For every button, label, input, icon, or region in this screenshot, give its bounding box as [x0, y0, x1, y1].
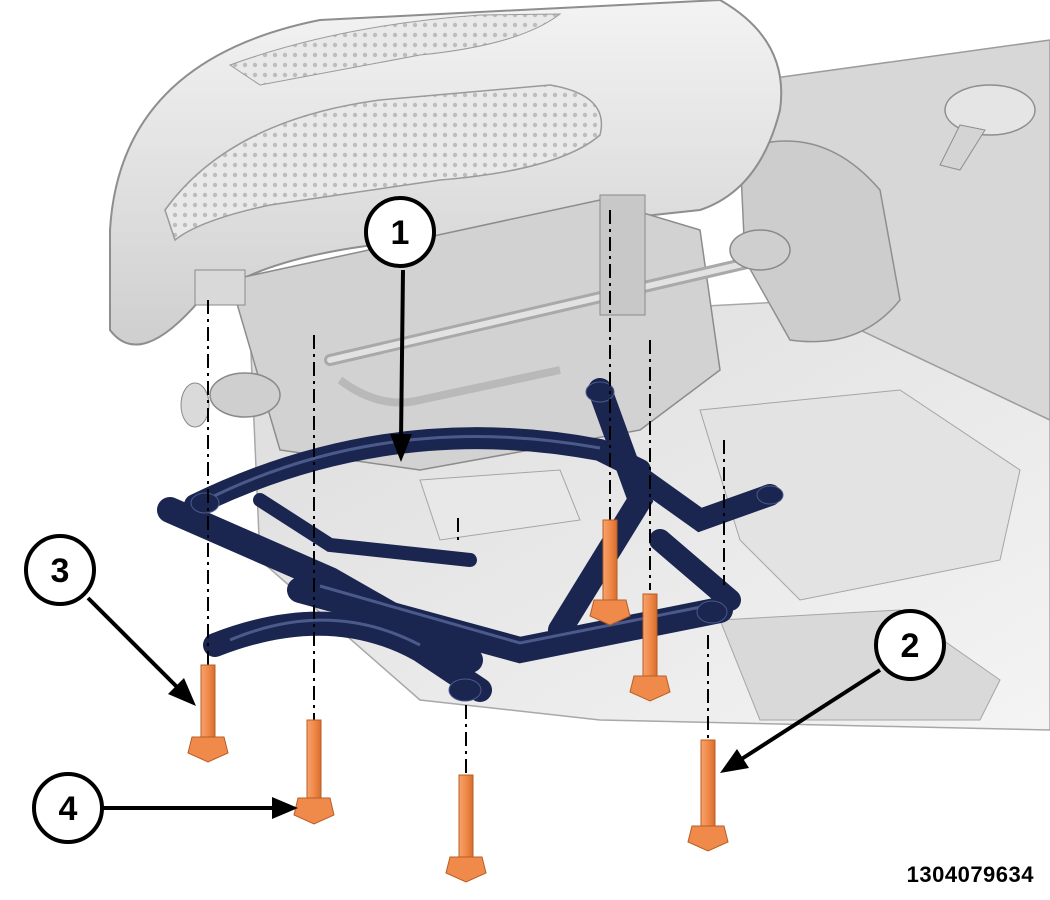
bolt-rear-lower — [629, 593, 671, 702]
callout-2: 2 — [874, 609, 946, 681]
bolt-rear-upper — [589, 519, 631, 626]
callout-4: 4 — [32, 772, 104, 844]
callout-3: 3 — [24, 534, 96, 606]
bolt-4 — [293, 719, 335, 825]
callout-2-label: 2 — [901, 627, 920, 665]
callout-3-label: 3 — [51, 552, 70, 590]
figure-id: 1304079634 — [906, 862, 1034, 887]
callout-1-label: 1 — [391, 214, 410, 252]
callout-1: 1 — [364, 196, 436, 268]
bolt-3 — [187, 664, 229, 763]
bolt-2 — [687, 739, 729, 852]
bolt-center-front — [445, 774, 487, 883]
alignment-lines — [207, 210, 725, 775]
callout-leaders — [86, 269, 882, 819]
callout-4-label: 4 — [59, 790, 78, 828]
